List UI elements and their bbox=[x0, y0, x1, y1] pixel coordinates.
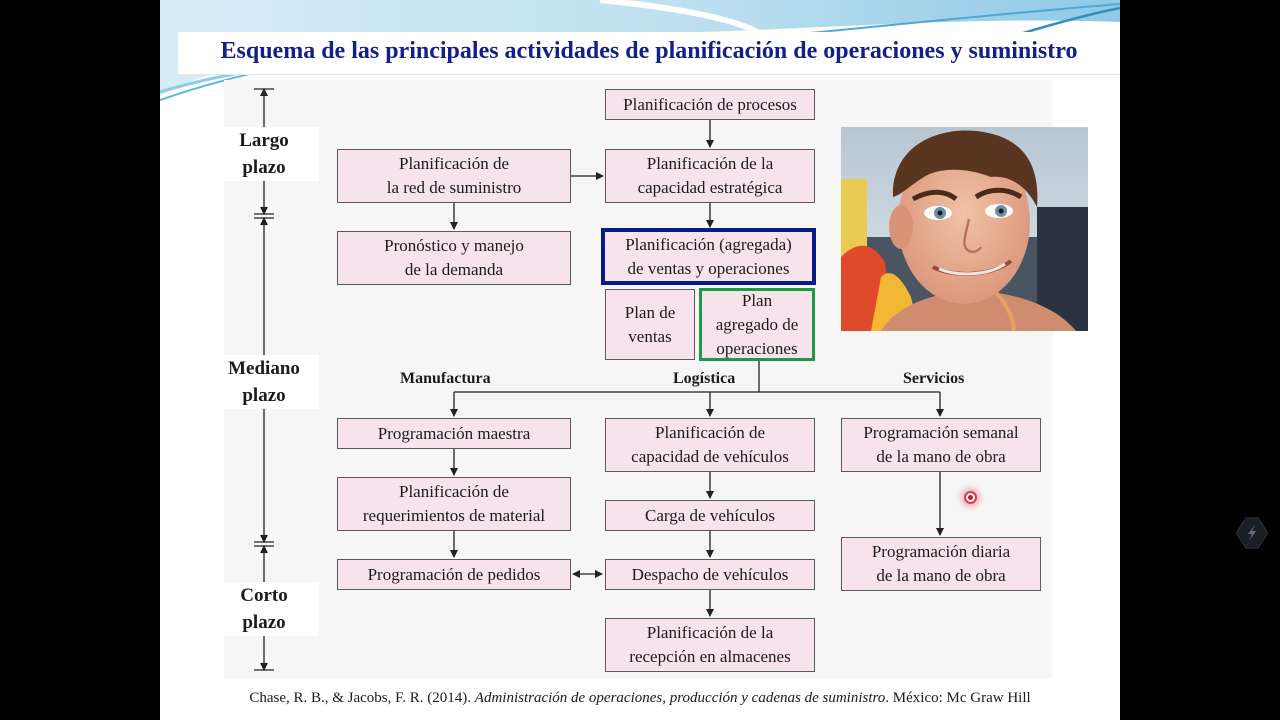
citation: Chase, R. B., & Jacobs, F. R. (2014). Ad… bbox=[160, 690, 1120, 707]
box-plan-ventas: Plan de ventas bbox=[605, 289, 695, 360]
box-pronostico-demanda: Pronóstico y manejo de la demanda bbox=[337, 231, 571, 285]
label-corto-plazo: Corto plazo bbox=[209, 582, 319, 636]
box-programacion-diaria: Programación diaria de la mano de obra bbox=[841, 537, 1041, 591]
box-programacion-maestra: Programación maestra bbox=[337, 418, 571, 449]
column-manufactura: Manufactura bbox=[400, 370, 491, 387]
box-planificacion-procesos: Planificación de procesos bbox=[605, 89, 815, 120]
label-largo-plazo: Largo plazo bbox=[209, 127, 319, 181]
box-capacidad-estrategica: Planificación de la capacidad estratégic… bbox=[605, 149, 815, 203]
column-logistica: Logística bbox=[673, 370, 736, 387]
box-requerimientos-material: Planificación de requerimientos de mater… bbox=[337, 477, 571, 531]
box-programacion-semanal: Programación semanal de la mano de obra bbox=[841, 418, 1041, 472]
box-ventas-operaciones: Planificación (agregada) de ventas y ope… bbox=[601, 228, 816, 285]
diagram-connectors bbox=[254, 88, 944, 671]
box-capacidad-vehiculos: Planificación de capacidad de vehículos bbox=[605, 418, 815, 472]
label-mediano-plazo: Mediano plazo bbox=[209, 355, 319, 409]
portrait-photo bbox=[841, 127, 1088, 331]
citation-book-title: Administración de operaciones, producció… bbox=[474, 690, 886, 706]
citation-publisher: . México: Mc Graw Hill bbox=[885, 690, 1031, 706]
citation-authors: Chase, R. B., & Jacobs, F. R. (2014). bbox=[249, 690, 475, 706]
box-carga-vehiculos: Carga de vehículos bbox=[605, 500, 815, 531]
floating-toolbar-icon[interactable] bbox=[1236, 516, 1268, 550]
box-recepcion-almacenes: Planificación de la recepción en almacen… bbox=[605, 618, 815, 672]
box-plan-agregado: Plan agregado de operaciones bbox=[699, 288, 815, 361]
box-despacho-vehiculos: Despacho de vehículos bbox=[605, 559, 815, 590]
title-box: Esquema de las principales actividades d… bbox=[178, 32, 1120, 75]
slide: Esquema de las principales actividades d… bbox=[160, 0, 1120, 720]
laser-pointer bbox=[964, 491, 977, 504]
column-servicios: Servicios bbox=[903, 370, 965, 387]
slide-title: Esquema de las principales actividades d… bbox=[220, 38, 1078, 64]
box-red-suministro: Planificación de la red de suministro bbox=[337, 149, 571, 203]
box-programacion-pedidos: Programación de pedidos bbox=[337, 559, 571, 590]
